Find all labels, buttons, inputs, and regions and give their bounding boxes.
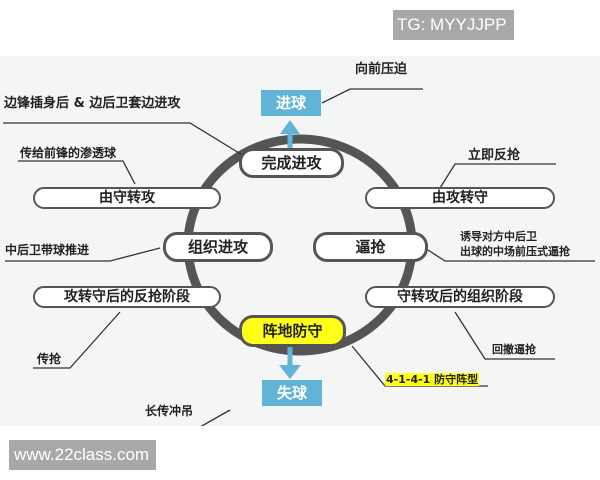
label-pass-press: 传抢 xyxy=(37,352,62,366)
concede-goal-box: 失球 xyxy=(262,380,322,406)
transition-build-phase: 守转攻后的组织阶段 xyxy=(365,286,555,308)
watermark-top: TG: MYYJJPP xyxy=(393,10,514,40)
score-goal-box: 进球 xyxy=(261,90,321,116)
transition-def-to-att: 由守转攻 xyxy=(33,187,221,209)
label-wing-runs: 边锋插身后 & 边后卫套边进攻 xyxy=(4,96,181,111)
node-build-attack: 组织进攻 xyxy=(163,232,273,262)
label-induce-press-1: 诱导对方中后卫 xyxy=(460,230,537,243)
formation-highlight: 4-1-4-1 防守阵型 xyxy=(385,373,480,386)
label-induce-press-2: 出球的中场前压式逼抢 xyxy=(460,245,570,258)
node-finish-attack: 完成进攻 xyxy=(239,148,344,178)
label-long-ball: 长传冲吊 xyxy=(145,404,194,418)
label-immediate-counterpress: 立即反抢 xyxy=(468,148,521,163)
transition-counterpress-phase: 攻转守后的反抢阶段 xyxy=(33,286,221,308)
label-through-ball: 传给前锋的渗透球 xyxy=(20,146,117,160)
diagram-canvas: 进球 失球 完成进攻 组织进攻 逼抢 阵地防守 由守转攻 由攻转守 攻转守后的反… xyxy=(0,56,600,426)
node-press: 逼抢 xyxy=(313,232,428,262)
watermark-bottom: www.22class.com xyxy=(9,440,156,470)
label-retreat-press: 回撤逼抢 xyxy=(492,343,536,356)
transition-att-to-def: 由攻转守 xyxy=(365,187,555,209)
node-set-defense: 阵地防守 xyxy=(239,315,346,347)
label-formation: 4-1-4-1 防守阵型 xyxy=(385,371,480,387)
label-press-forward: 向前压迫 xyxy=(355,62,408,77)
label-cb-carry: 中后卫带球推进 xyxy=(5,243,90,257)
